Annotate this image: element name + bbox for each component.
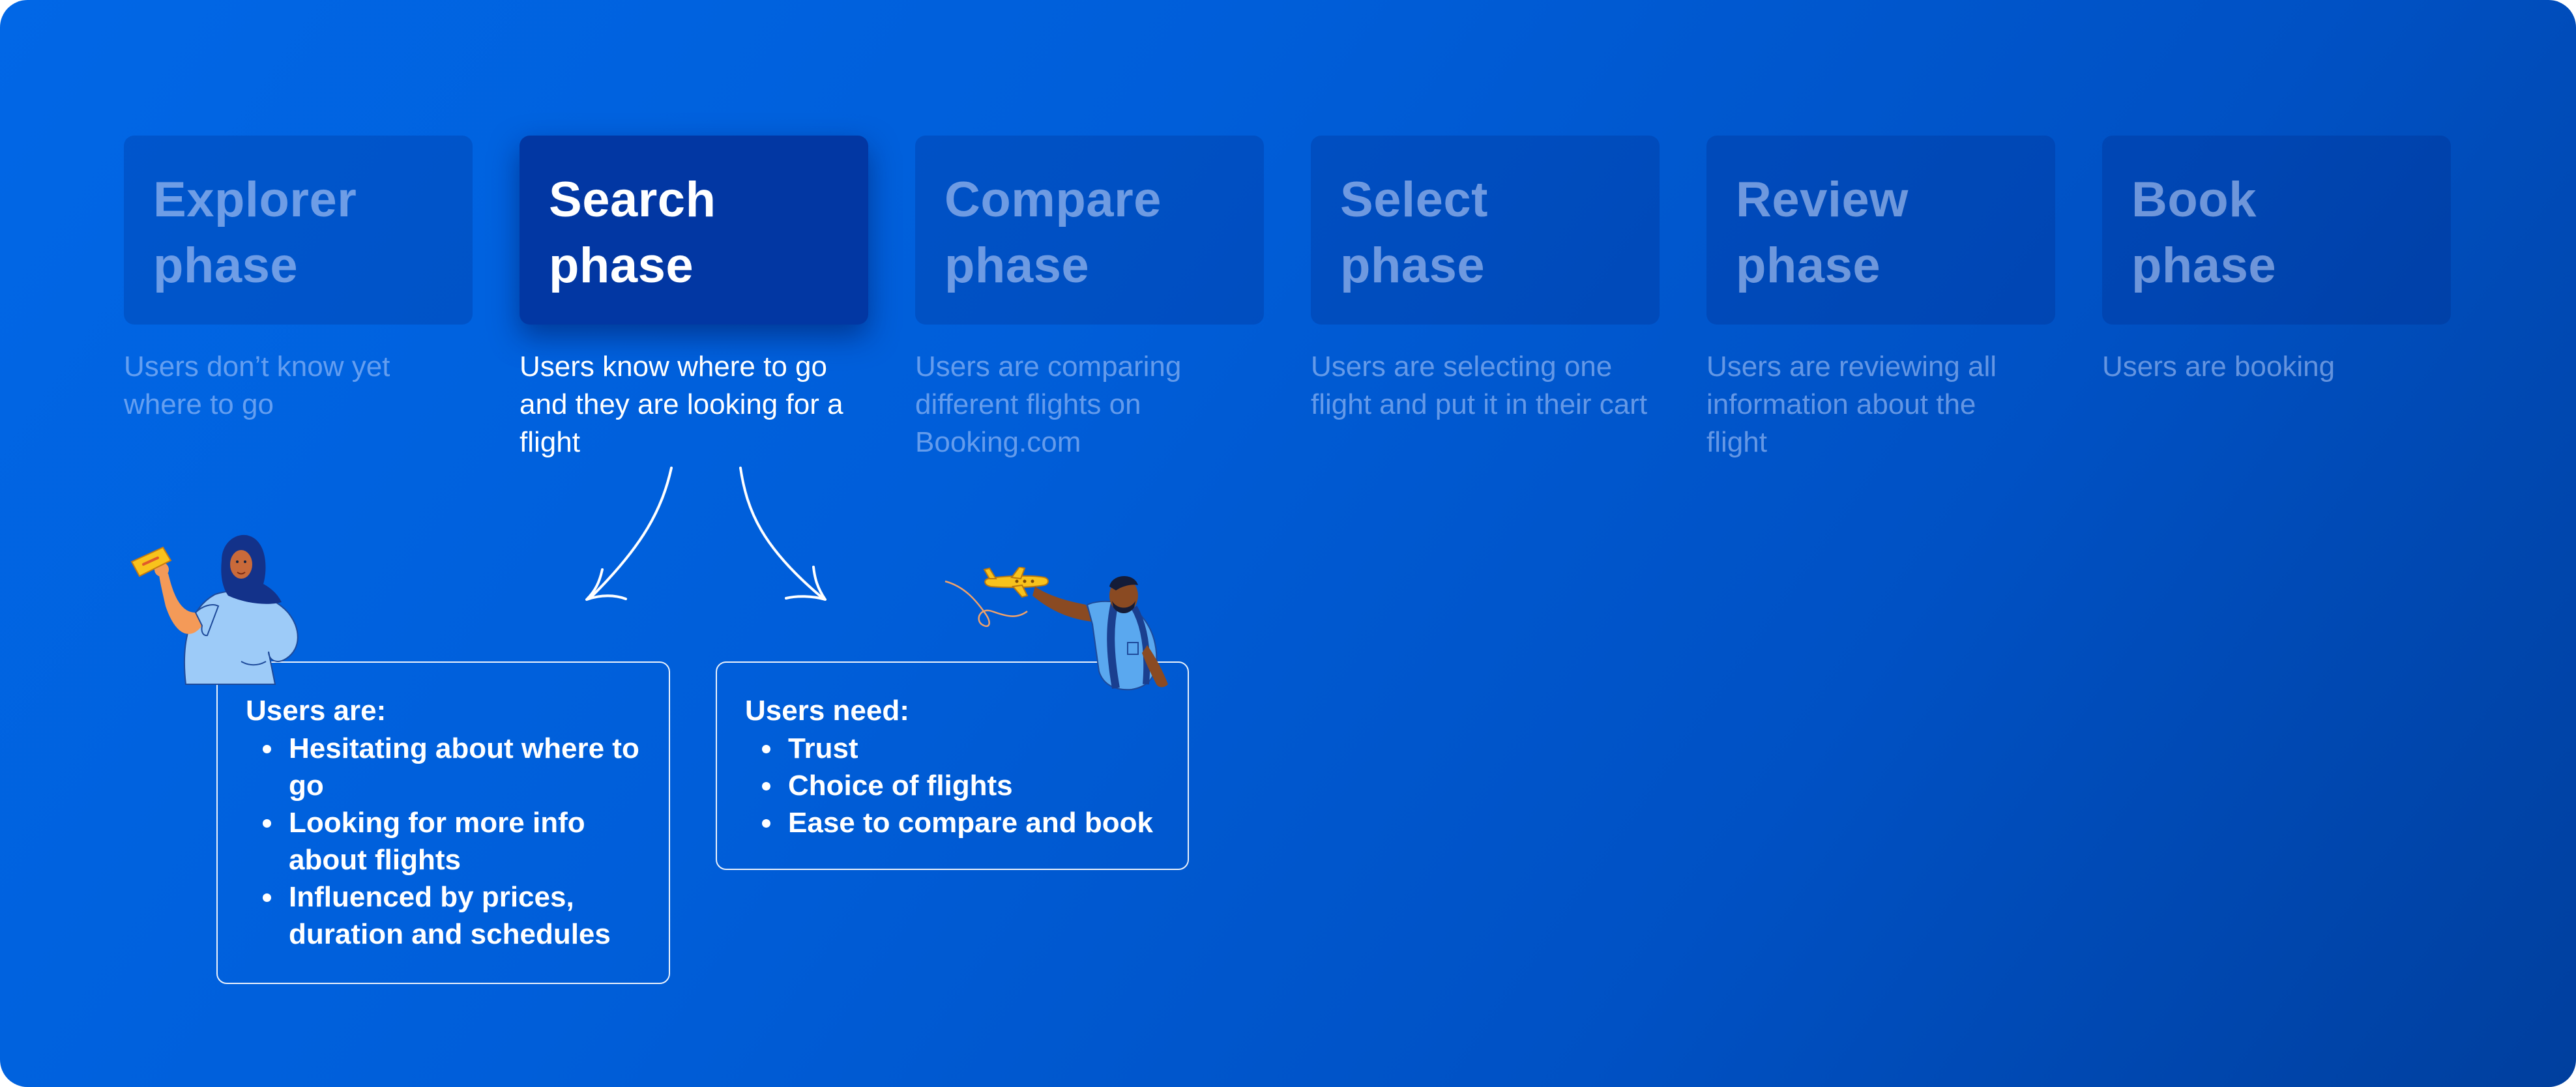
- phase-card-book: Book phase: [2102, 136, 2451, 325]
- phase-desc-explorer: Users don’t know yet where to go: [124, 351, 390, 420]
- users-are-box: Users are: Hesitating about where to go …: [216, 661, 670, 984]
- arrow-left-head: [585, 568, 627, 601]
- phase-title-select: Select phase: [1340, 172, 1488, 293]
- phase-title-book: Book phase: [2131, 172, 2277, 293]
- phase-desc-select: Users are selecting one flight and put i…: [1311, 351, 1648, 420]
- arrow-right-head: [785, 566, 827, 601]
- phase-desc-search: Users know where to go and they are look…: [520, 351, 843, 458]
- ticket-icon: [130, 546, 172, 577]
- users-need-box: Users need: Trust Choice of flights Ease…: [716, 661, 1189, 870]
- flight-trail: [944, 580, 1028, 628]
- phase-card-review: Review phase: [1706, 136, 2055, 325]
- phase-card-search: Search phase: [520, 136, 868, 325]
- man-traveler-illustration: [944, 567, 1168, 691]
- list-item: Hesitating about where to go: [246, 730, 656, 804]
- phase-title-search: Search phase: [549, 172, 716, 293]
- woman-traveler-illustration: [130, 534, 299, 685]
- list-item: Ease to compare and book: [745, 804, 1175, 841]
- phase-card-explorer: Explorer phase: [124, 136, 473, 325]
- users-need-list: Trust Choice of flights Ease to compare …: [745, 730, 1175, 841]
- branch-arrows: [585, 467, 827, 601]
- phase-desc-review: Users are reviewing all information abou…: [1706, 351, 1997, 458]
- users-are-list: Hesitating about where to go Looking for…: [246, 730, 656, 953]
- phase-title-compare: Compare phase: [944, 172, 1162, 293]
- list-item: Trust: [745, 730, 1175, 767]
- phase-card-compare: Compare phase: [915, 136, 1264, 325]
- airplane-icon: [983, 567, 1049, 598]
- phase-desc-compare: Users are comparing different flights on…: [915, 351, 1182, 458]
- phase-title-explorer: Explorer phase: [153, 172, 357, 293]
- list-item: Choice of flights: [745, 767, 1175, 804]
- users-are-heading: Users are:: [246, 695, 387, 727]
- phase-card-select: Select phase: [1311, 136, 1660, 325]
- list-item: Looking for more info about flights: [246, 804, 656, 878]
- users-need-heading: Users need:: [745, 695, 909, 727]
- list-item: Influenced by prices, duration and sched…: [246, 878, 656, 953]
- phase-desc-book: Users are booking: [2102, 351, 2335, 383]
- arrow-left: [589, 467, 673, 600]
- phase-title-review: Review phase: [1736, 172, 1909, 293]
- arrow-right: [739, 467, 823, 598]
